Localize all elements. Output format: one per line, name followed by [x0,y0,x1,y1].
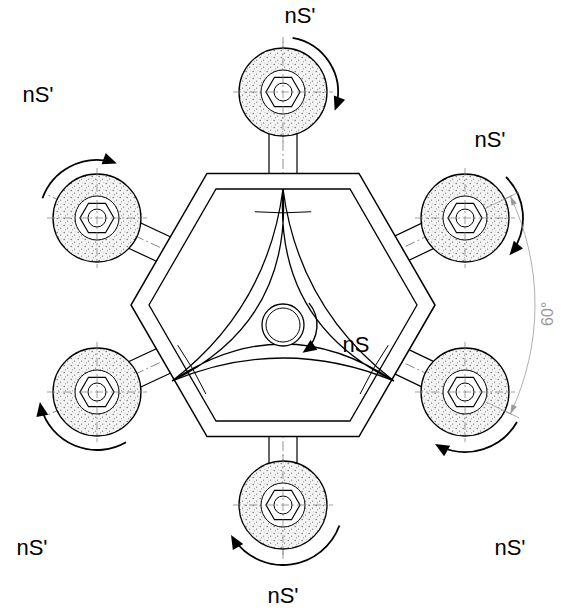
arrow-head [36,402,48,417]
rotation-arrow [293,38,338,106]
speed-label: nS' [16,536,47,560]
center-line [283,455,284,555]
rotation-arrow [441,422,517,452]
center-line [97,342,98,442]
center-line [97,168,98,268]
rotation-arrow [43,160,112,198]
rotation-arrow [506,177,523,250]
dimension-arrow [510,196,517,205]
hex-frame-outer [131,173,435,436]
arrow-head [435,444,450,456]
arrow-head [303,340,318,353]
dimension-arc [510,196,535,413]
dimension-arrow [510,404,517,413]
spider-rib [178,345,206,394]
speed-label: nS' [474,128,505,152]
speed-label: nS [343,333,370,357]
hex-frame-inner [149,189,417,421]
rotation-arrow [235,526,340,565]
center-line [465,168,466,268]
spider-curve [172,189,394,381]
rotation-arrow [41,408,126,450]
central-shaft [262,304,304,346]
central-shaft [266,308,300,342]
angle-dimension: 60° [539,302,557,326]
center-line [283,42,284,142]
center-line [465,342,466,442]
speed-label: nS' [267,584,298,608]
speed-label: nS' [284,4,315,28]
speed-label: nS' [494,536,525,560]
arrow-head [231,535,243,550]
spider-curve [172,189,394,381]
spider-rib [255,212,311,213]
arrow-head [102,153,117,164]
arrow-head [509,241,523,256]
arrow-head [334,96,345,111]
speed-label: nS' [22,83,53,107]
